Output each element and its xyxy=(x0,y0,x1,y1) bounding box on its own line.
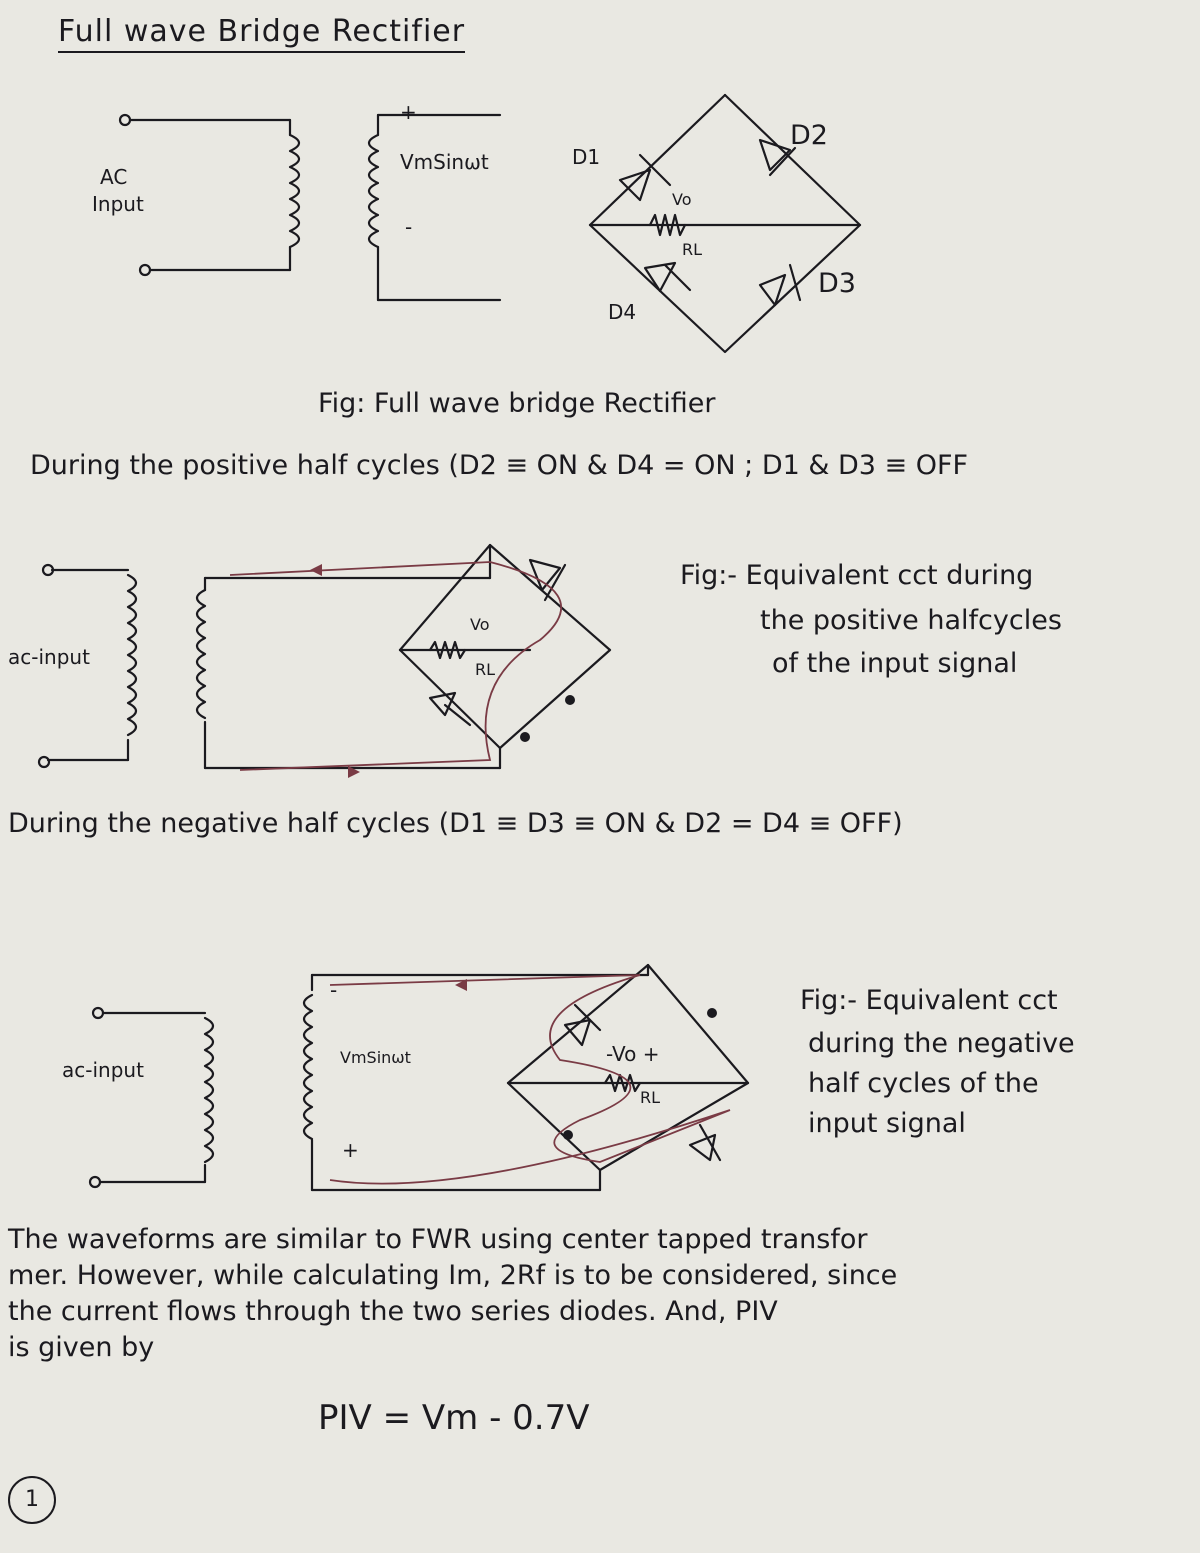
fig3-caption-line-1: Fig:- Equivalent cct xyxy=(800,985,1058,1016)
fig3-source-label: VmSinωt xyxy=(340,1048,411,1067)
fig1-minus: - xyxy=(405,215,413,239)
explanation-paragraph: The waveforms are similar to FWR using c… xyxy=(8,1222,1198,1366)
fig2-ac-label: ac-input xyxy=(8,645,90,669)
fig1-d3-label: D3 xyxy=(818,268,856,299)
fig2-caption-line-1: Fig:- Equivalent cct during xyxy=(680,560,1034,591)
fig1-circuit xyxy=(118,93,862,354)
fig1-plus: + xyxy=(400,100,417,124)
fig2-caption-line-2: the positive halfcycles xyxy=(760,605,1062,636)
fig1-d4-label: D4 xyxy=(608,300,637,324)
fig3-caption-line-2: during the negative xyxy=(808,1028,1075,1059)
paragraph-line-4: is given by xyxy=(8,1332,155,1363)
fig2-circuit xyxy=(37,543,612,778)
fig1-source-label: VmSinωt xyxy=(400,150,489,174)
paragraph-line-3: the current flows through the two series… xyxy=(8,1296,778,1327)
paragraph-line-1: The waveforms are similar to FWR using c… xyxy=(8,1224,868,1255)
fig1-caption: Fig: Full wave bridge Rectifier xyxy=(318,388,716,419)
fig2-caption-line-3: of the input signal xyxy=(772,648,1018,679)
piv-formula: PIV = Vm - 0.7V xyxy=(318,1398,590,1438)
paragraph-line-2: mer. However, while calculating Im, 2Rf … xyxy=(8,1260,898,1291)
fig3-caption-line-3: half cycles of the xyxy=(808,1068,1039,1099)
fig3-minus: - xyxy=(330,978,338,1002)
fig3-circuit xyxy=(88,963,750,1192)
fig1-d2-label: D2 xyxy=(790,120,828,151)
fig1-vo-label: Vo xyxy=(672,190,692,209)
fig2-rl-label: RL xyxy=(475,660,496,679)
fig2-vo-label: Vo xyxy=(470,615,490,634)
fig1-input-label: Input xyxy=(92,192,144,216)
page-number: 1 xyxy=(8,1476,56,1524)
fig3-ac-label: ac-input xyxy=(62,1058,144,1082)
page-title: Full wave Bridge Rectifier xyxy=(58,14,466,53)
fig3-plus: + xyxy=(342,1138,359,1162)
fig3-caption-line-4: input signal xyxy=(808,1108,966,1139)
fig1-d1-label: D1 xyxy=(572,145,601,169)
fig1-rl-label: RL xyxy=(682,240,703,259)
fig3-vo-label: -Vo + xyxy=(606,1042,660,1066)
fig3-rl-label: RL xyxy=(640,1088,661,1107)
fig1-ac-label: AC xyxy=(100,165,128,189)
negative-half-heading: During the negative half cycles (D1 ≡ D3… xyxy=(8,808,903,839)
positive-half-heading: During the positive half cycles (D2 ≡ ON… xyxy=(30,450,969,481)
